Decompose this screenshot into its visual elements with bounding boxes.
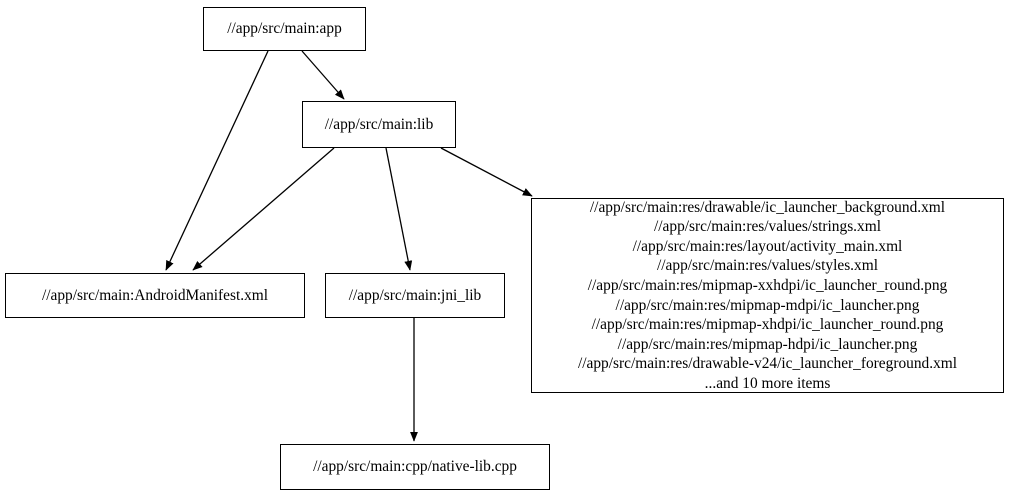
graph-node-jni-lib[interactable]: //app/src/main:jni_lib [325, 273, 505, 318]
graph-node-android-manifest[interactable]: //app/src/main:AndroidManifest.xml [5, 273, 305, 318]
graph-node-native-lib-label: //app/src/main:cpp/native-lib.cpp [313, 458, 517, 476]
edge-lib-to-resources [440, 147, 533, 197]
graph-node-android-manifest-label: //app/src/main:AndroidManifest.xml [41, 286, 269, 304]
edge-lib-to-manifest [192, 147, 335, 271]
edge-lib-to-jni-lib [385, 147, 413, 271]
edge-app-to-manifest [165, 50, 269, 271]
graph-node-resources[interactable]: //app/src/main:res/drawable/ic_launcher_… [531, 198, 1004, 393]
graph-node-native-lib[interactable]: //app/src/main:cpp/native-lib.cpp [280, 444, 550, 490]
graph-node-lib[interactable]: //app/src/main:lib [302, 101, 456, 148]
graph-node-app-label: //app/src/main:app [227, 20, 342, 38]
graph-node-resources-label: //app/src/main:res/drawable/ic_launcher_… [577, 198, 958, 392]
graph-node-jni-lib-label: //app/src/main:jni_lib [348, 286, 482, 304]
graph-node-app[interactable]: //app/src/main:app [203, 7, 366, 51]
graph-node-lib-label: //app/src/main:lib [324, 115, 434, 133]
edge-app-to-lib [301, 50, 345, 100]
